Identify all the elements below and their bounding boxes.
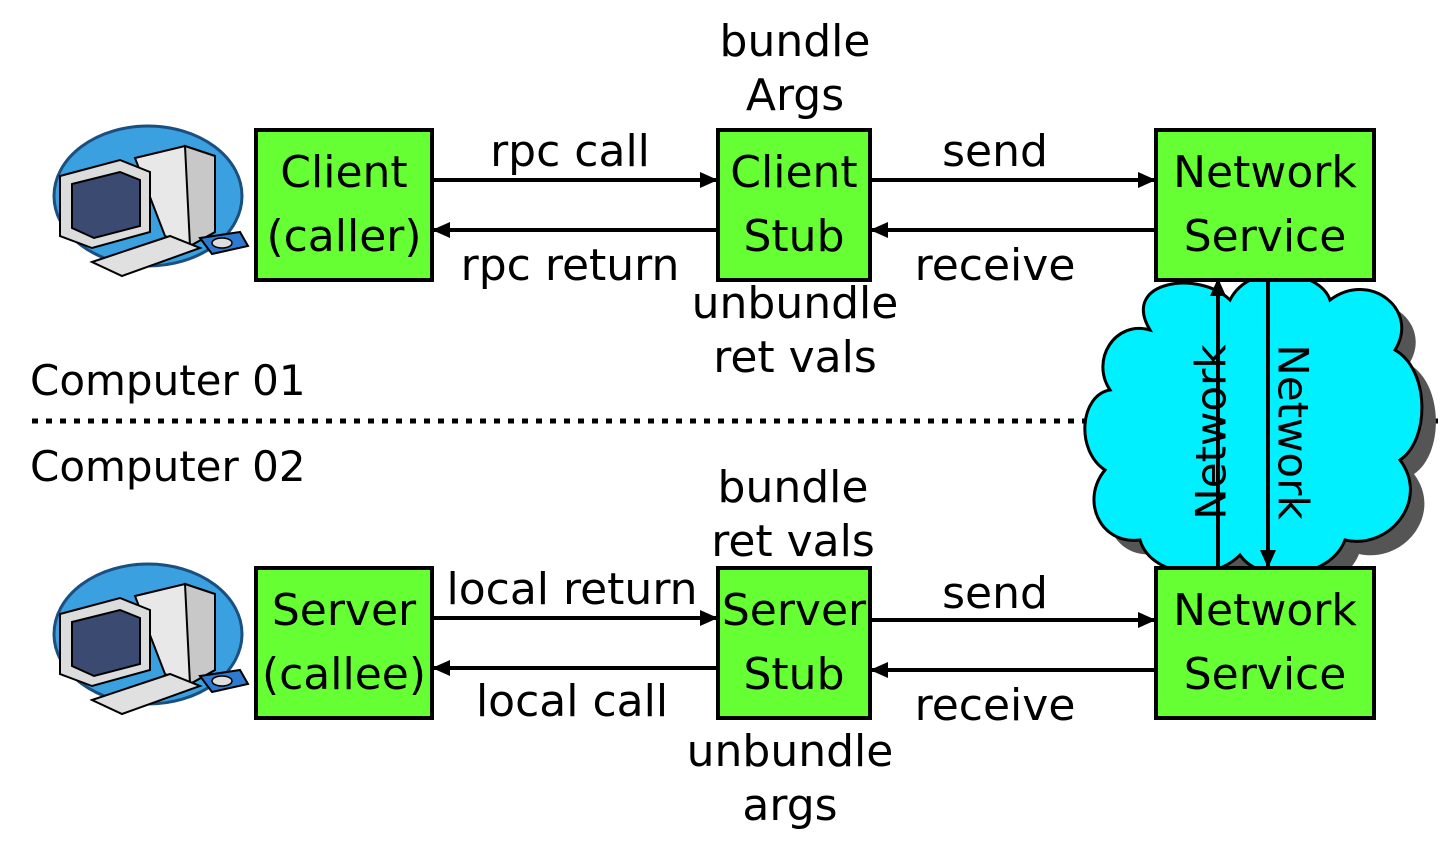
bottom-receive-label: receive: [914, 680, 1076, 731]
client-box-line-2: (caller): [266, 211, 422, 262]
unbundle-ret-vals-label-1: unbundle: [691, 278, 899, 329]
bundle-ret-vals-label-2: ret vals: [711, 516, 875, 567]
desktop-computer-icon: [52, 124, 250, 278]
server-callee-box: Server (callee): [254, 566, 434, 720]
computer-01-label: Computer 01: [30, 356, 306, 405]
unbundle-args-label-1: unbundle: [686, 726, 894, 777]
bottom-network-service-line-2: Service: [1183, 649, 1347, 700]
network-label-left: Network: [1187, 344, 1236, 520]
unbundle-ret-vals-label-2: ret vals: [713, 332, 877, 383]
computer-02-label: Computer 02: [30, 442, 306, 491]
bundle-args-label-1: bundle: [719, 16, 871, 67]
rpc-call-label: rpc call: [490, 126, 650, 177]
top-send-label: send: [942, 126, 1048, 177]
server-box-line-1: Server: [271, 585, 417, 636]
rpc-return-label: rpc return: [460, 240, 680, 291]
top-network-service-box: Network Service: [1154, 128, 1376, 282]
server-stub-box: Server Stub: [716, 566, 872, 720]
bottom-send-label: send: [942, 568, 1048, 619]
client-caller-box: Client (caller): [254, 128, 434, 282]
unbundle-args-label-2: args: [742, 780, 838, 831]
bottom-network-service-box: Network Service: [1154, 566, 1376, 720]
local-call-label: local call: [475, 676, 669, 727]
server-stub-line-2: Stub: [743, 649, 845, 700]
server-stub-line-1: Server: [721, 585, 867, 636]
top-receive-label: receive: [914, 240, 1076, 291]
client-stub-line-2: Stub: [743, 211, 845, 262]
client-box-line-1: Client: [280, 147, 408, 198]
bottom-network-service-line-1: Network: [1173, 585, 1357, 636]
bundle-ret-vals-label-1: bundle: [717, 462, 869, 513]
bundle-args-label-2: Args: [745, 70, 845, 121]
network-cloud: [1083, 272, 1424, 576]
desktop-computer-icon: [52, 562, 250, 716]
top-network-service-line-2: Service: [1183, 211, 1347, 262]
local-return-label: local return: [446, 564, 698, 615]
client-stub-line-1: Client: [730, 147, 858, 198]
server-box-line-2: (callee): [261, 649, 427, 700]
client-stub-box: Client Stub: [716, 128, 872, 282]
top-network-service-line-1: Network: [1173, 147, 1357, 198]
network-label-right: Network: [1269, 344, 1318, 520]
